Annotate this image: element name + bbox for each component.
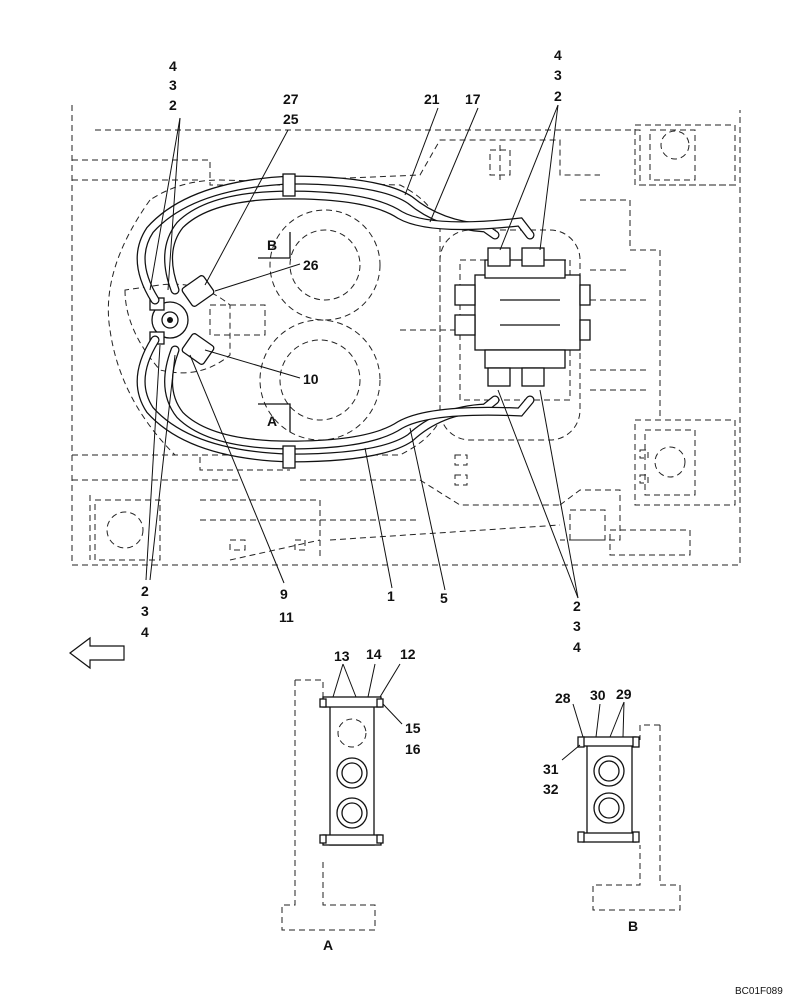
section-marker-a: A [258, 403, 291, 432]
callout-21: 21 [424, 91, 440, 107]
view-a: 13 14 12 15 16 A [281, 646, 421, 953]
callout-15: 15 [405, 720, 421, 736]
hydraulic-hoses [136, 173, 535, 469]
callout-31: 31 [543, 761, 559, 777]
callout-29: 29 [616, 686, 632, 702]
callout-12: 12 [400, 646, 416, 662]
callout-4: 4 [554, 47, 562, 63]
callout-2: 2 [573, 598, 581, 614]
callout-14: 14 [366, 646, 382, 662]
callout-26: 26 [303, 257, 319, 273]
callout-3: 3 [554, 67, 562, 83]
callouts-bottom-right: 2 3 4 [573, 598, 581, 655]
callout-1: 1 [387, 588, 395, 604]
callout-4: 4 [169, 58, 177, 74]
section-marker-b: B [258, 232, 291, 259]
drawing-reference: BC01F089 [735, 986, 783, 997]
callout-13: 13 [334, 648, 350, 664]
callout-32: 32 [543, 781, 559, 797]
frame-outline [71, 105, 741, 566]
callout-3: 3 [573, 618, 581, 634]
callouts-bottom-left: 2 3 4 [141, 583, 149, 640]
callout-3: 3 [169, 77, 177, 93]
callout-16: 16 [405, 741, 421, 757]
callout-2: 2 [141, 583, 149, 599]
callouts-top-left: 4 3 2 [169, 58, 177, 113]
left-arrow-icon [69, 636, 125, 670]
callout-11: 11 [279, 609, 294, 625]
callout-27: 27 [283, 91, 299, 107]
callout-4: 4 [573, 639, 581, 655]
callout-2: 2 [554, 88, 562, 104]
section-mark-b-label: B [267, 237, 277, 253]
view-b-title: B [628, 918, 638, 934]
callout-3: 3 [141, 603, 149, 619]
callout-2: 2 [169, 97, 177, 113]
callouts-top-right: 4 3 2 [554, 47, 562, 104]
callout-5: 5 [440, 590, 448, 606]
callout-4: 4 [141, 624, 149, 640]
callout-25: 25 [283, 111, 299, 127]
callout-30: 30 [590, 687, 606, 703]
view-a-title: A [323, 937, 333, 953]
section-mark-a-label: A [267, 413, 277, 429]
callout-28: 28 [555, 690, 571, 706]
callout-17: 17 [465, 91, 481, 107]
view-b: 28 30 29 31 32 B [543, 686, 681, 934]
control-valve [454, 247, 591, 387]
callout-9: 9 [280, 586, 288, 602]
callout-10: 10 [303, 371, 319, 387]
rotary-joint [151, 301, 189, 339]
leader-lines [145, 104, 579, 599]
